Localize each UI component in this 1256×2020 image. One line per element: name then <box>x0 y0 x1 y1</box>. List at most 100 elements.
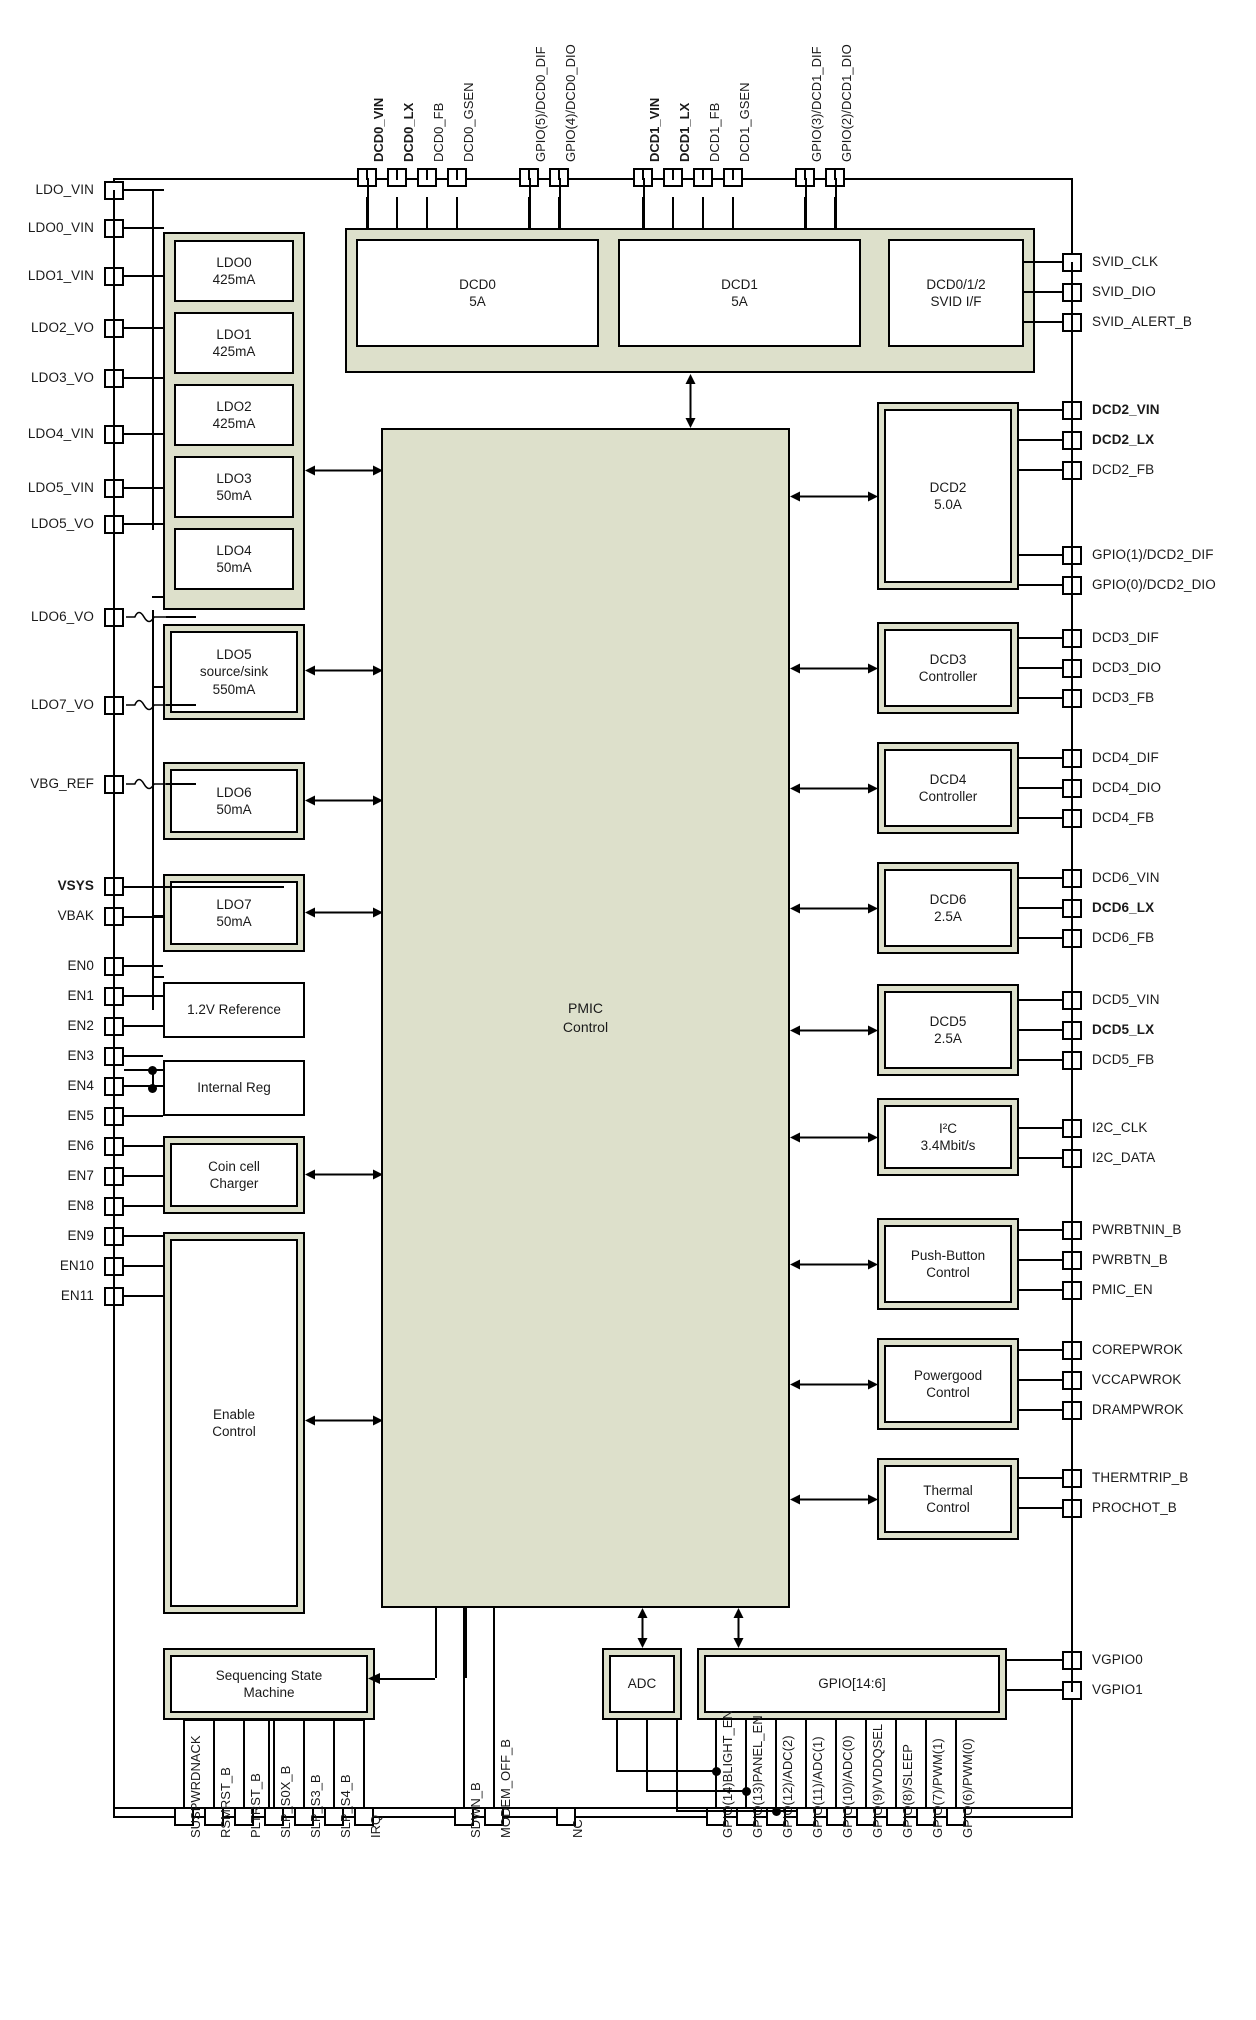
arrow-pmic-to-push-button-control <box>790 1257 878 1272</box>
left-pin-label-10: VBG_REF <box>30 776 94 791</box>
arrow-enable-to-pmic <box>305 1413 383 1428</box>
block-ldo3-name: LDO3 <box>216 470 252 486</box>
en-pin-stub <box>124 995 163 997</box>
block-ldo1-name: LDO1 <box>216 326 252 342</box>
left-pin-label-16: EN3 <box>67 1048 94 1063</box>
bottom-pin-label-11: GPIO(13)PANEL_EN <box>750 1715 765 1838</box>
left-pin-stub <box>124 433 163 435</box>
en-pin-stub <box>124 1265 163 1267</box>
left-pin-stub <box>124 227 163 229</box>
bottom-pin-gpio-9-vddqsel[interactable] <box>856 1807 876 1826</box>
right-pin-label-22: PWRBTNIN_B <box>1092 1222 1182 1237</box>
top-pin-drop <box>456 197 458 239</box>
bottom-pin-gpio-8-sleep[interactable] <box>886 1807 906 1826</box>
coin-cell-line1: Coin cell <box>208 1158 260 1174</box>
right-pin-label-10: DCD3_FB <box>1092 690 1155 705</box>
block-ldo0-name: LDO0 <box>216 254 252 270</box>
block-pmic-control: PMIC Control <box>381 428 790 1608</box>
block-ldo7-spec: 50mA <box>216 914 252 929</box>
bottom-pin-riser <box>463 1608 465 1807</box>
right-bus-rail <box>1071 262 1073 1692</box>
top-pin-label-4: GPIO(5)/DCD0_DIF <box>533 46 548 162</box>
bottom-pin-rsmrst-b[interactable] <box>204 1807 224 1826</box>
left-pin-stub <box>124 523 163 525</box>
chip-border-top <box>113 178 1073 180</box>
bottom-pin-gpio-6-pwm-0-[interactable] <box>946 1807 966 1826</box>
right-pin-label-29: PROCHOT_B <box>1092 1500 1177 1515</box>
left-pin-label-5: LDO4_VIN <box>27 426 94 441</box>
left-pin-stub <box>124 327 163 329</box>
block-thermal-control-line1: Thermal <box>923 1482 973 1498</box>
bottom-pin-pltrst-b[interactable] <box>234 1807 254 1826</box>
arrow-pmic-to-dcd3-controller <box>790 661 878 676</box>
top-pin-label-0: DCD0_VIN <box>371 97 386 162</box>
top-pin-label-1: DCD0_LX <box>401 102 416 162</box>
top-pin-lead <box>732 168 734 180</box>
block-dcd5-line2: 2.5A <box>934 1031 962 1046</box>
junction-dot <box>712 1767 721 1776</box>
block-svid-name: DCD0/1/2 <box>926 276 986 292</box>
bottom-pin-riser <box>835 1720 837 1807</box>
top-pin-lead <box>528 168 530 180</box>
adc-drop-a <box>616 1720 618 1770</box>
ldo7-link <box>166 704 196 706</box>
bottom-pin-gpio-7-pwm-1-[interactable] <box>916 1807 936 1826</box>
bottom-pin-label-8: MODEM_OFF_B <box>498 1739 513 1838</box>
bottom-pin-label-15: GPIO(9)/VDDQSEL <box>870 1723 885 1838</box>
bottom-pin-label-9: NC <box>570 1819 585 1838</box>
top-pin-label-6: DCD1_VIN <box>647 97 662 162</box>
right-pin-stub <box>1007 1689 1062 1691</box>
bottom-pin-sdwn-b[interactable] <box>454 1807 474 1826</box>
bottom-pin-riser <box>493 1608 495 1807</box>
bottom-pin-slp-s4-b[interactable] <box>324 1807 344 1826</box>
top-pin-lead <box>834 168 836 180</box>
bottom-pin-suspwrdnack[interactable] <box>174 1807 194 1826</box>
adc-route-b <box>646 1790 746 1792</box>
arrow-ldo7-to-pmic <box>305 905 383 920</box>
bottom-pin-nc[interactable] <box>556 1807 576 1826</box>
left-pin-label-7: LDO5_VO <box>31 516 94 531</box>
bottom-pin-riser <box>865 1720 867 1807</box>
bottom-pin-riser <box>775 1720 777 1807</box>
left-pin-label-6: LDO5_VIN <box>27 480 94 495</box>
block-gpio: GPIO[14:6] <box>697 1648 1007 1720</box>
right-pin-label-25: COREPWROK <box>1092 1342 1183 1357</box>
bottom-pin-riser <box>273 1720 275 1807</box>
t6 <box>835 178 837 228</box>
pmic-control-line2: Control <box>562 1019 609 1035</box>
block-ldo3-spec: 50mA <box>216 488 252 503</box>
arrow-pmic-to-powergood-control <box>790 1377 878 1392</box>
adc-route-a <box>616 1770 716 1772</box>
top-pin-lead <box>804 168 806 180</box>
block-ldo5-spec2: 550mA <box>212 681 256 697</box>
t2 <box>529 178 531 228</box>
bottom-pin-gpio-11-adc-1-[interactable] <box>796 1807 816 1826</box>
right-pin-stub <box>1019 439 1062 441</box>
bottom-pin-gpio-10-adc-0-[interactable] <box>826 1807 846 1826</box>
right-pin-label-27: DRAMPWROK <box>1092 1402 1184 1417</box>
bottom-pin-slp-s0x-b[interactable] <box>264 1807 284 1826</box>
bottom-pin-label-3: SLP_S0X_B <box>278 1765 293 1838</box>
bottom-pin-label-4: SLP_S3_B <box>308 1774 323 1838</box>
bottom-pin-irq[interactable] <box>354 1807 374 1826</box>
bottom-pin-slp-s3-b[interactable] <box>294 1807 314 1826</box>
bottom-pin-modem-off-b[interactable] <box>484 1807 504 1826</box>
top-pin-drop <box>672 197 674 239</box>
right-pin-label-6: GPIO(1)/DCD2_DIF <box>1092 547 1214 562</box>
top-pin-lead <box>456 168 458 180</box>
arrow-seq-head <box>368 1671 384 1686</box>
ldo-input-tap <box>152 327 164 329</box>
right-pin-label-28: THERMTRIP_B <box>1092 1470 1189 1485</box>
wavy-connector <box>126 696 166 714</box>
chip-border-bottom <box>113 1816 1073 1818</box>
block-dcd6-line1: DCD6 <box>929 891 967 907</box>
right-pin-stub <box>1019 1259 1062 1261</box>
ldo-input-tap <box>152 377 164 379</box>
right-pin-stub <box>1019 1029 1062 1031</box>
right-pin-stub <box>1019 1059 1062 1061</box>
